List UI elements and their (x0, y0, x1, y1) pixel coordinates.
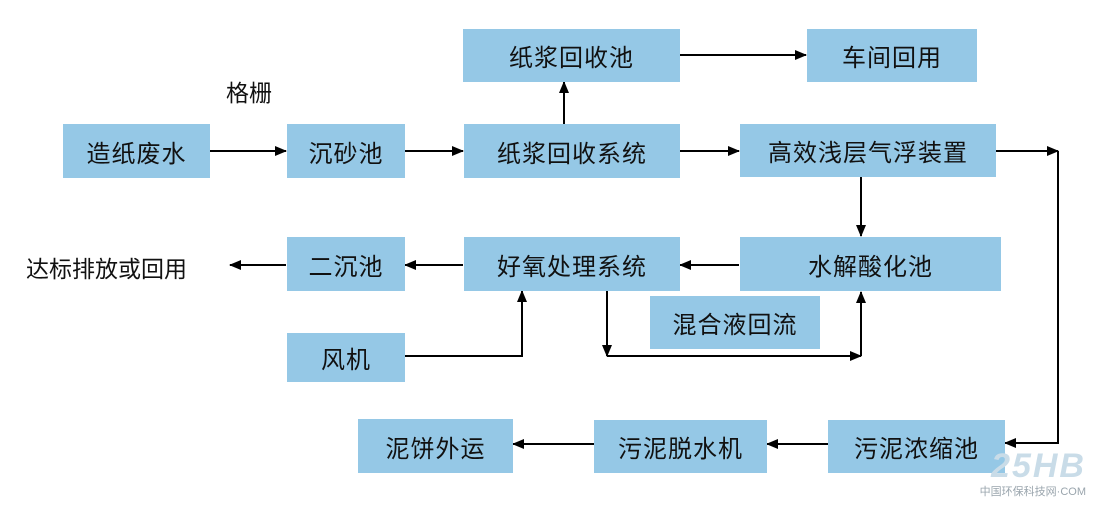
node-hydrolysis-tank-label: 水解酸化池 (808, 252, 933, 281)
node-aerobic-system: 好氧处理系统 (464, 237, 680, 291)
sludge-line-right (1004, 151, 1059, 448)
node-cake-disposal-label: 泥饼外运 (385, 434, 486, 463)
node-aerobic-system-label: 好氧处理系统 (497, 252, 647, 281)
node-blower: 风机 (287, 333, 405, 382)
node-flotation-unit: 高效浅层气浮装置 (740, 124, 996, 177)
node-grit-chamber-label: 沉砂池 (308, 139, 384, 168)
node-mixed-liquor-return-label: 混合液回流 (672, 311, 798, 339)
node-cake-disposal: 泥饼外运 (358, 419, 513, 473)
node-pulp-recovery-system: 纸浆回收系统 (464, 124, 680, 178)
node-secondary-clarifier-label: 二沉池 (308, 252, 384, 281)
node-hydrolysis-tank: 水解酸化池 (740, 237, 1001, 291)
node-wastewater-label: 造纸废水 (86, 139, 187, 168)
label-screen: 格栅 (226, 81, 272, 107)
label-discharge: 达标排放或回用 (26, 257, 187, 283)
node-mixed-liquor-return: 混合液回流 (650, 296, 820, 349)
watermark-subtitle: 中国环保科技网·COM (979, 486, 1086, 498)
node-secondary-clarifier: 二沉池 (287, 237, 405, 291)
node-blower-label: 风机 (321, 346, 371, 374)
arrow-blower-to-aerobic (405, 290, 527, 357)
node-sludge-thickener-label: 污泥浓缩池 (854, 435, 979, 463)
node-grit-chamber: 沉砂池 (287, 124, 405, 178)
node-workshop-reuse: 车间回用 (807, 29, 977, 82)
node-sludge-dewatering-label: 污泥脱水机 (618, 435, 743, 463)
watermark: 25HB 中国环保科技网·COM (980, 449, 1086, 499)
node-pulp-recovery-tank: 纸浆回收池 (463, 29, 680, 82)
node-workshop-reuse-label: 车间回用 (842, 44, 942, 72)
node-pulp-recovery-system-label: 纸浆回收系统 (497, 139, 647, 168)
node-sludge-thickener: 污泥浓缩池 (828, 420, 1005, 473)
watermark-logo: 25HB (991, 447, 1086, 485)
node-sludge-dewatering: 污泥脱水机 (594, 420, 767, 473)
node-flotation-unit-label: 高效浅层气浮装置 (768, 139, 968, 167)
node-wastewater: 造纸废水 (63, 124, 210, 178)
node-pulp-recovery-tank-label: 纸浆回收池 (509, 44, 634, 72)
